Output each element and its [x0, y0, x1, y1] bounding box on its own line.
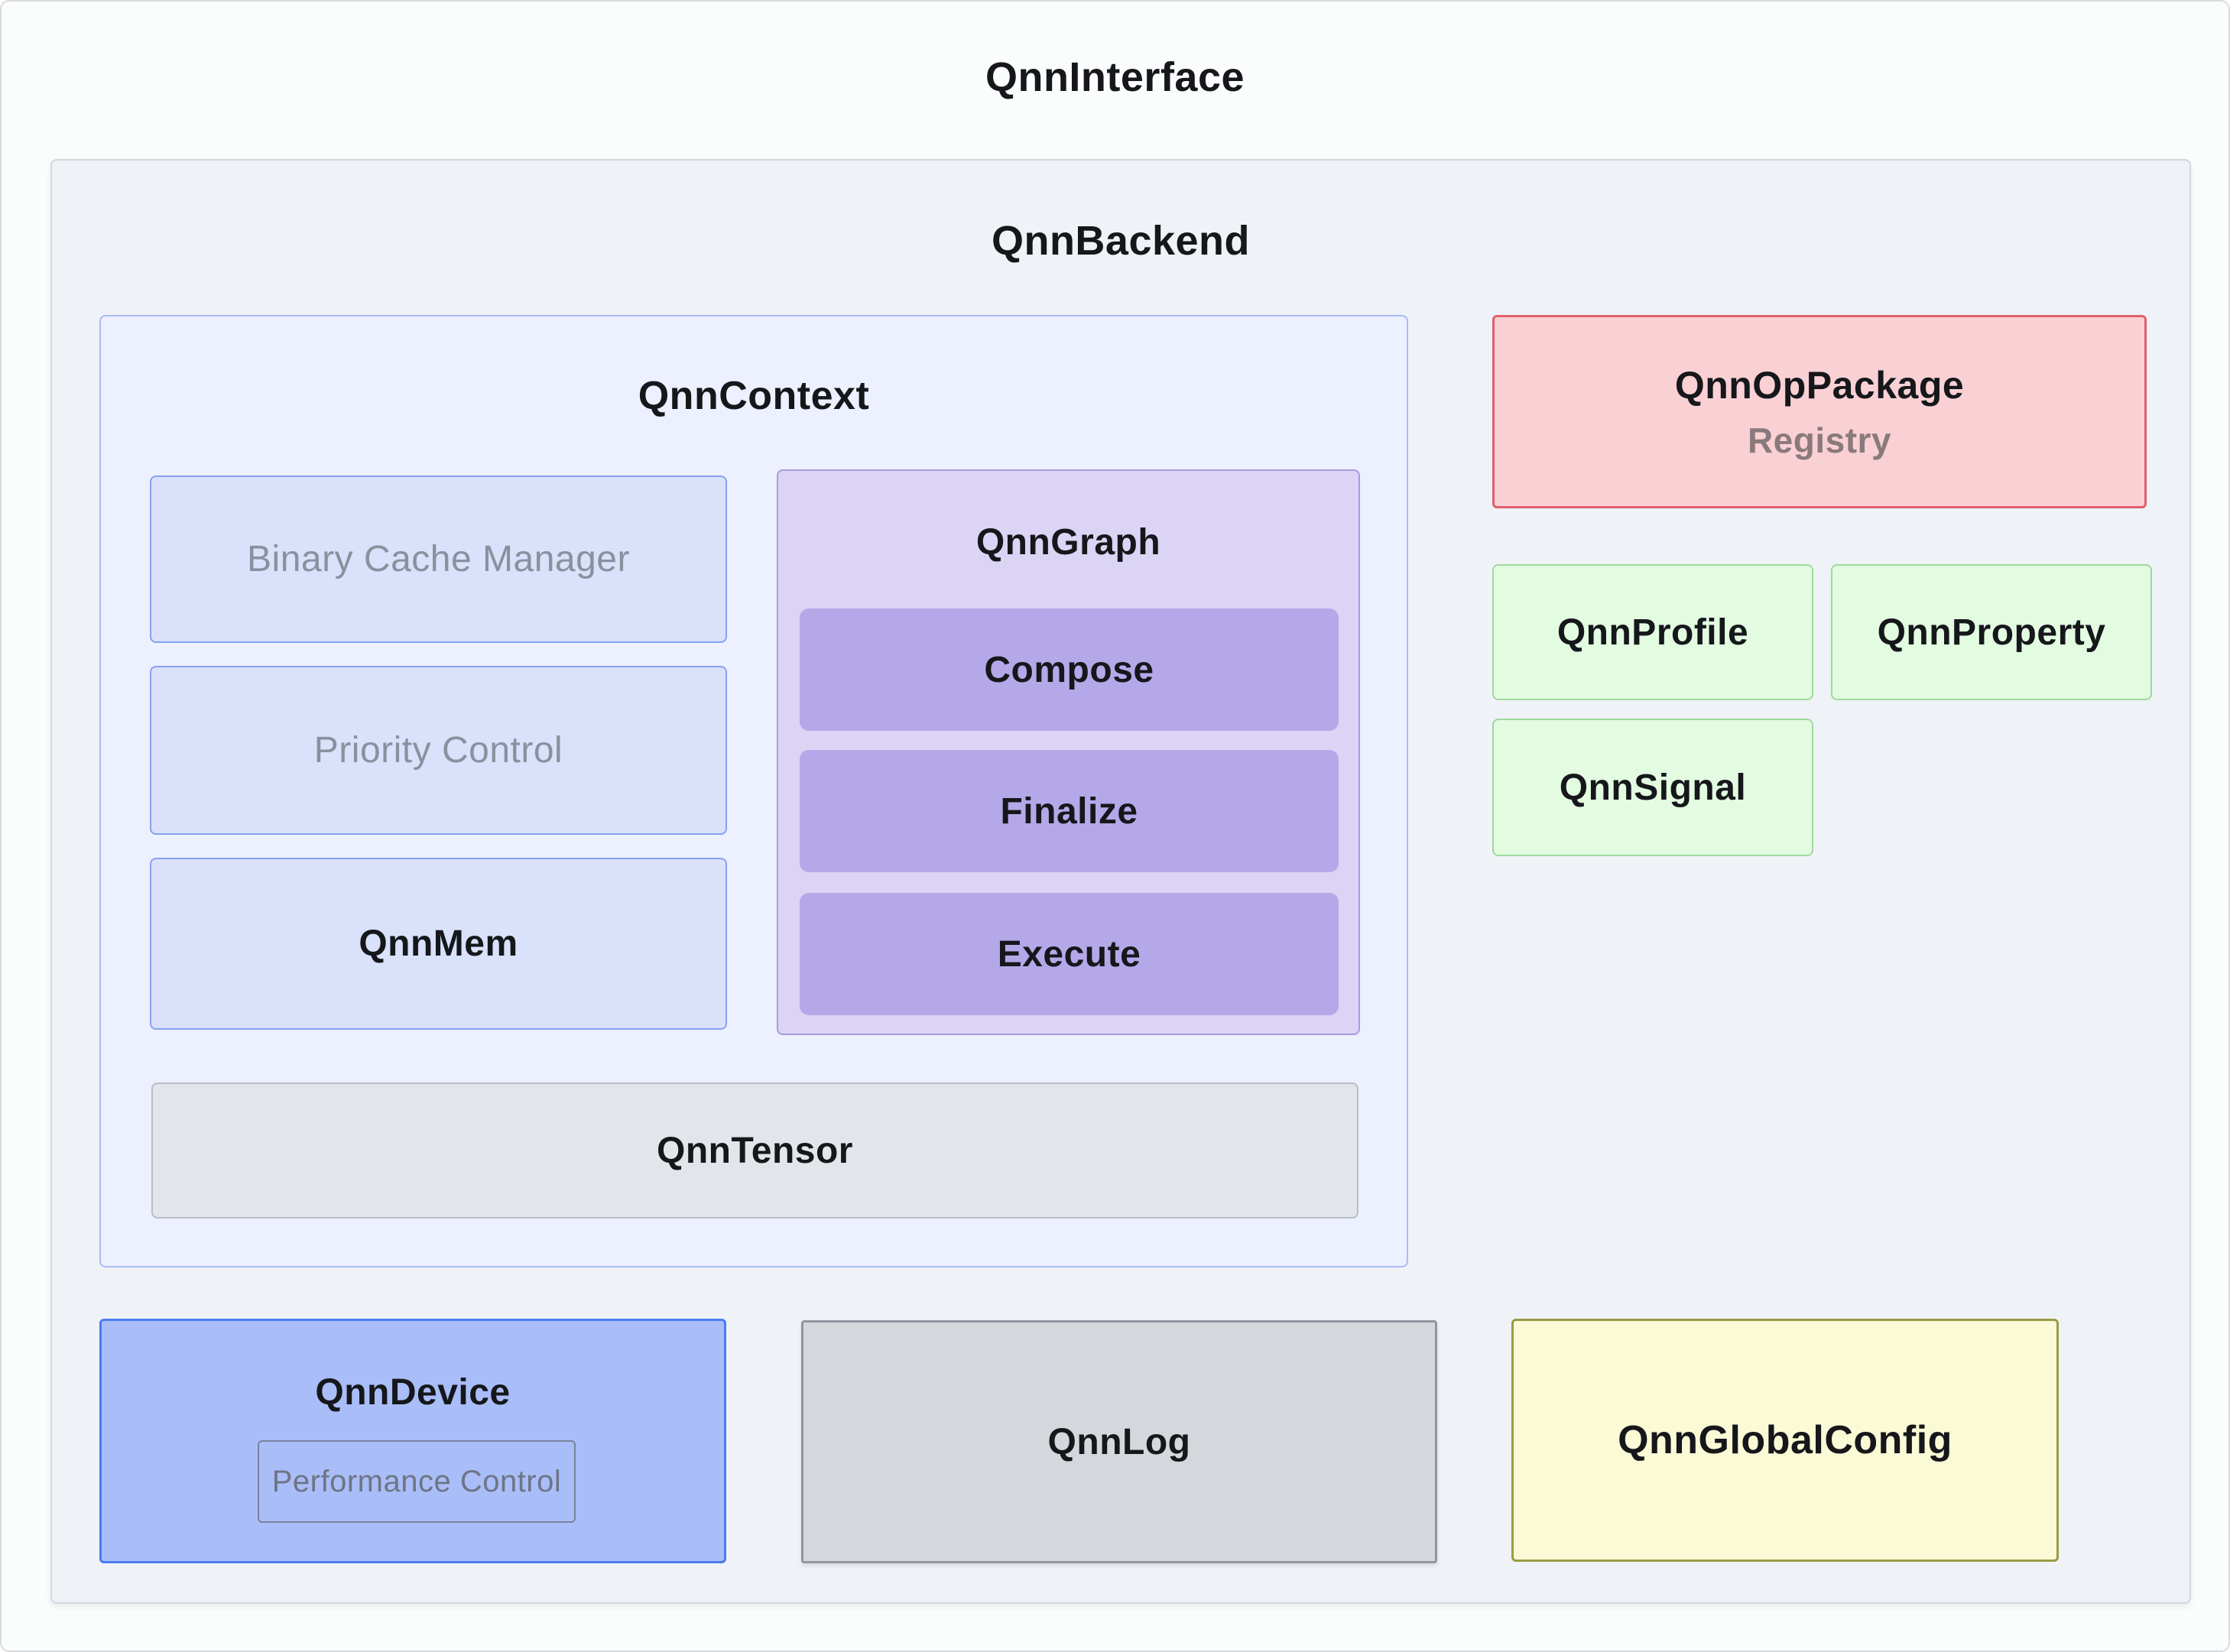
qnn-context-container: QnnContext Binary Cache Manager Priority… — [99, 315, 1408, 1267]
qnn-property-label: QnnProperty — [1877, 612, 2106, 653]
qnn-op-package-registry-label: Registry — [1747, 420, 1892, 460]
qnn-interface-title: QnnInterface — [985, 54, 1245, 100]
qnn-op-package-title: QnnOpPackage — [1674, 363, 1965, 407]
qnn-global-config-box: QnnGlobalConfig — [1511, 1319, 2059, 1562]
qnn-signal-box: QnnSignal — [1492, 719, 1813, 856]
qnn-graph-container: QnnGraph Compose Finalize Execute — [777, 469, 1360, 1035]
qnn-profile-box: QnnProfile — [1492, 564, 1813, 700]
qnn-context-title: QnnContext — [638, 374, 870, 418]
qnn-tensor-label: QnnTensor — [657, 1130, 853, 1171]
qnn-mem-label: QnnMem — [359, 923, 518, 964]
qnn-log-box: QnnLog — [801, 1320, 1437, 1563]
qnn-global-config-label: QnnGlobalConfig — [1618, 1418, 1952, 1462]
finalize-box: Finalize — [800, 750, 1339, 872]
qnn-signal-label: QnnSignal — [1559, 767, 1747, 808]
binary-cache-manager-box: Binary Cache Manager — [150, 475, 727, 643]
qnn-backend-title: QnnBackend — [991, 218, 1251, 264]
priority-control-label: Priority Control — [313, 730, 563, 771]
compose-box: Compose — [800, 609, 1339, 731]
qnn-device-title: QnnDevice — [315, 1372, 511, 1413]
execute-box: Execute — [800, 893, 1339, 1015]
compose-label: Compose — [984, 649, 1154, 690]
qnn-tensor-box: QnnTensor — [151, 1082, 1358, 1219]
qnn-device-box: QnnDevice Performance Control — [99, 1319, 726, 1563]
qnn-log-label: QnnLog — [1047, 1421, 1191, 1462]
qnn-graph-title: QnnGraph — [975, 522, 1161, 563]
binary-cache-manager-label: Binary Cache Manager — [247, 539, 630, 579]
qnn-profile-label: QnnProfile — [1556, 612, 1749, 653]
priority-control-box: Priority Control — [150, 666, 727, 835]
qnn-mem-box: QnnMem — [150, 858, 727, 1030]
qnn-property-box: QnnProperty — [1831, 564, 2152, 700]
performance-control-box: Performance Control — [258, 1440, 576, 1523]
performance-control-label: Performance Control — [271, 1464, 562, 1498]
qnn-backend-container: QnnBackend QnnContext Binary Cache Manag… — [50, 159, 2191, 1604]
execute-label: Execute — [997, 933, 1141, 975]
finalize-label: Finalize — [1000, 790, 1138, 832]
qnn-op-package-box: QnnOpPackage Registry — [1492, 315, 2147, 508]
